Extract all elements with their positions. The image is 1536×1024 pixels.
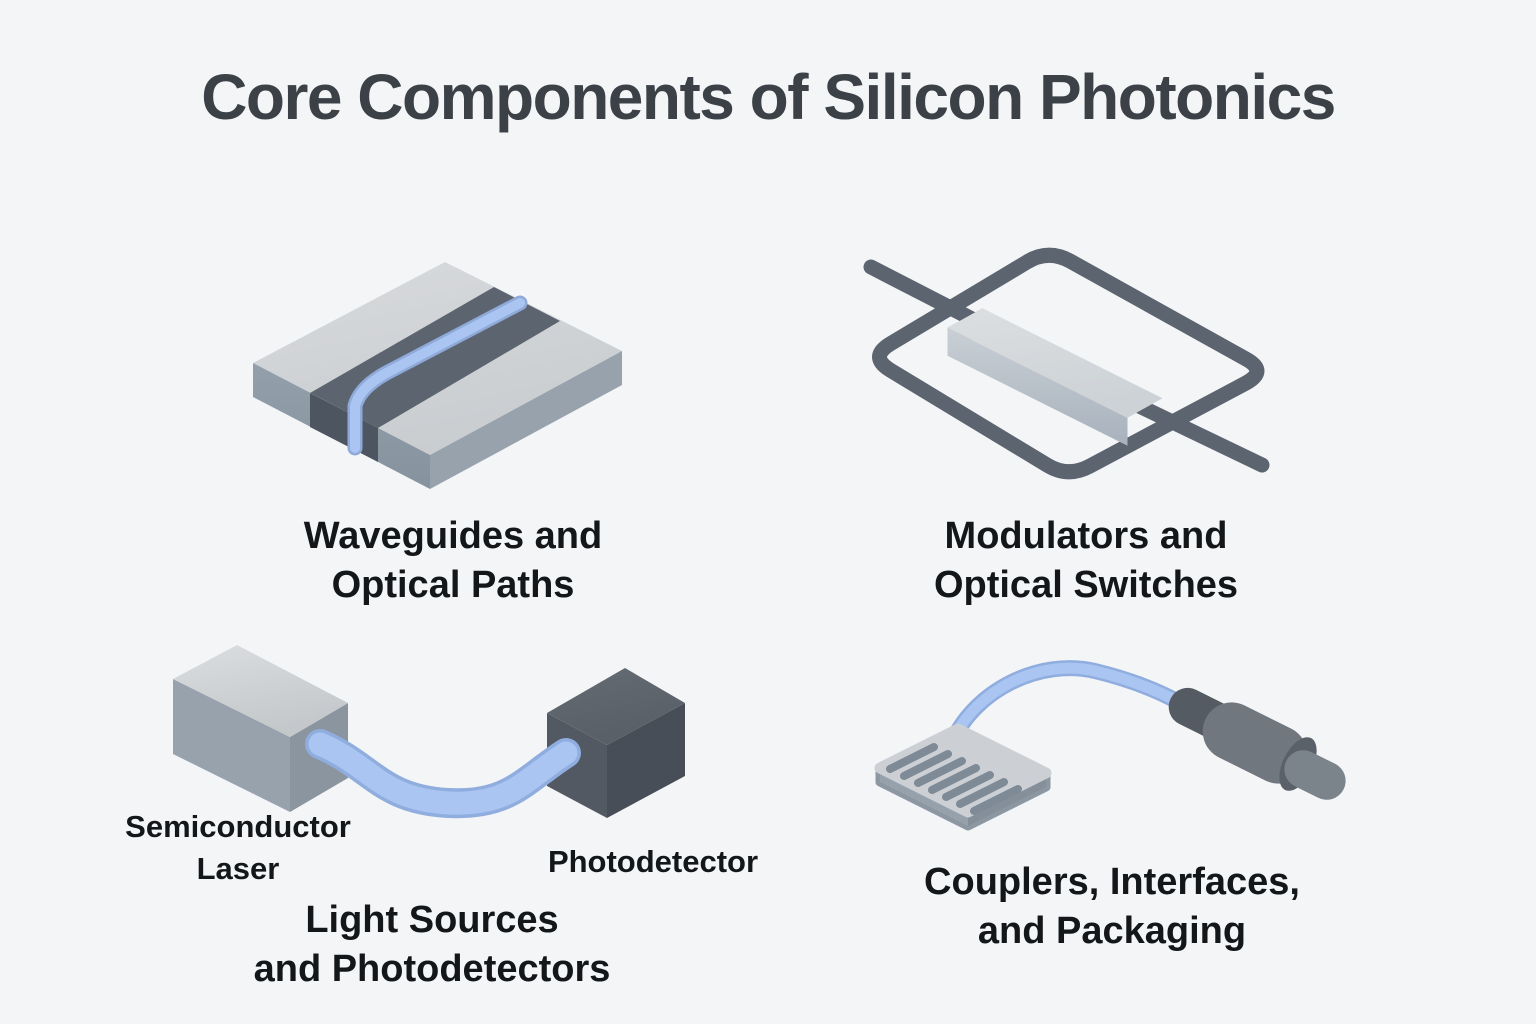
laser-photodetector-illustration	[173, 645, 685, 819]
mzi-loop	[872, 247, 1265, 480]
waveguides-label: Waveguides and Optical Paths	[303, 515, 603, 607]
fiber-outline	[944, 660, 1208, 750]
modulator-bar-top	[947, 308, 1163, 418]
modulator-bar-front	[947, 327, 1128, 446]
light-sources-label: Light Sources and Photodetectors	[253, 899, 611, 991]
mzi-output-stub	[1125, 395, 1270, 473]
semiconductor-laser-caption: Semiconductor Laser	[125, 809, 351, 887]
mzi-input-stub	[863, 259, 984, 329]
page-title: Core Components of Silicon Photonics	[201, 61, 1336, 133]
grating-lines	[886, 743, 1022, 815]
waveguide-chip-illustration	[253, 262, 622, 489]
modulators-label: Modulators and Optical Switches	[933, 515, 1239, 607]
cable	[308, 732, 578, 815]
coupler-fiber-illustration	[874, 660, 1346, 831]
laser-box	[173, 645, 348, 812]
chip-right-face	[430, 351, 622, 489]
photodetector-caption: Photodetector	[547, 844, 759, 879]
couplers-label: Couplers, Interfaces, and Packaging	[924, 861, 1300, 953]
waveguide-core	[350, 298, 525, 453]
fiber	[946, 662, 1206, 748]
photodetector-box	[547, 668, 685, 818]
fiber-connector	[1168, 687, 1346, 800]
modulator-loop-illustration	[863, 247, 1270, 480]
grating-coupler-chip	[874, 723, 1052, 831]
